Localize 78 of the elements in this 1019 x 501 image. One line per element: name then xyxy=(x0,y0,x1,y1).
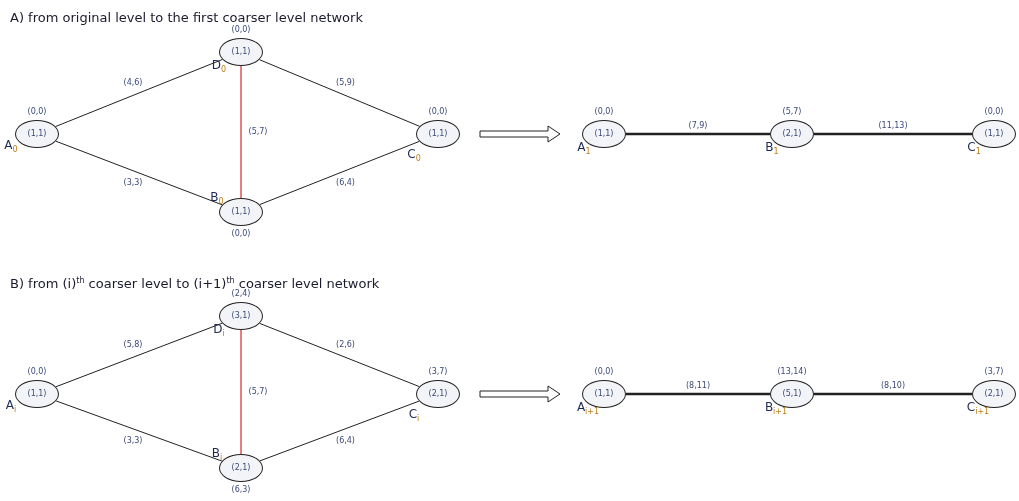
node-label: A$_{i+1}$ xyxy=(576,400,600,416)
node-label: C$_{1}$ xyxy=(967,140,981,156)
node-annotation: (5,7) xyxy=(782,108,802,116)
node-circle xyxy=(15,380,59,408)
node-label: A$_{1}$ xyxy=(577,140,591,156)
node-value: (1,1) xyxy=(594,130,614,138)
node-annotation: (0,0) xyxy=(27,108,47,116)
edge-line xyxy=(259,400,420,462)
edge-label: (3,3) xyxy=(122,437,144,445)
edge-line xyxy=(55,400,223,462)
edge-label: (4,6) xyxy=(122,79,144,87)
node-circle xyxy=(15,120,59,148)
node-value: (1,1) xyxy=(231,208,251,216)
edge-label: (5,9) xyxy=(335,79,356,87)
node-circle xyxy=(219,454,263,482)
node-annotation: (3,7) xyxy=(984,368,1004,376)
node-label: C$_{0}$ xyxy=(407,147,421,163)
double-arrow xyxy=(479,385,561,403)
node-annotation: (0,0) xyxy=(231,230,251,238)
edge-label: (8,10) xyxy=(879,382,907,390)
edge-line xyxy=(55,140,223,206)
node-annotation: (0,0) xyxy=(594,368,614,376)
node-circle xyxy=(219,198,263,226)
edge-line xyxy=(259,322,420,388)
edge-line xyxy=(258,59,421,127)
section-heading: A) from original level to the first coarser level network xyxy=(10,10,363,25)
node-label: A$_{i}$ xyxy=(5,398,17,414)
node-annotation: (3,7) xyxy=(428,368,448,376)
edge-line xyxy=(626,392,770,396)
edge-label: (5,7) xyxy=(247,128,269,136)
node-label: D$_{0}$ xyxy=(211,58,227,74)
node-annotation: (6,3) xyxy=(231,486,251,494)
node-annotation: (13,14) xyxy=(777,368,807,376)
node-value: (1,1) xyxy=(428,130,448,138)
node-value: (2,1) xyxy=(428,390,448,398)
node-value: (3,1) xyxy=(231,312,251,320)
edge-label: (6,4) xyxy=(335,437,356,445)
node-label: B$_{0}$ xyxy=(210,190,224,206)
node-value: (1,1) xyxy=(27,390,47,398)
edge-label: (11,13) xyxy=(877,122,909,130)
node-value: (2,1) xyxy=(984,390,1004,398)
edge-line xyxy=(55,322,223,388)
edge-label: (5,8) xyxy=(122,341,144,349)
edge-label: (5,7) xyxy=(247,388,269,396)
node-annotation: (0,0) xyxy=(984,108,1004,116)
node-value: (5,1) xyxy=(782,390,802,398)
edge-label: (6,4) xyxy=(335,179,356,187)
edge-label: (2,6) xyxy=(335,341,356,349)
node-annotation: (0,0) xyxy=(428,108,448,116)
double-arrow xyxy=(479,125,561,143)
node-circle xyxy=(416,120,460,148)
node-value: (1,1) xyxy=(231,48,251,56)
node-value: (1,1) xyxy=(27,130,47,138)
node-value: (2,1) xyxy=(231,464,251,472)
node-label: D$_{i}$ xyxy=(213,322,225,338)
edge-line xyxy=(240,65,242,199)
edge-label: (7,9) xyxy=(687,122,709,130)
node-label: A$_{0}$ xyxy=(4,138,18,154)
edge-line xyxy=(814,392,972,396)
edge-label: (3,3) xyxy=(122,179,144,187)
node-label: C$_{i}$ xyxy=(408,407,420,423)
node-annotation: (0,0) xyxy=(594,108,614,116)
node-label: B$_{1}$ xyxy=(765,140,779,156)
edge-line xyxy=(55,59,223,127)
edge-line xyxy=(814,132,972,136)
edge-line xyxy=(240,329,242,455)
node-circle xyxy=(416,380,460,408)
node-value: (1,1) xyxy=(984,130,1004,138)
edge-line xyxy=(626,132,770,136)
node-annotation: (0,0) xyxy=(231,26,251,34)
node-label: B$_{i}$ xyxy=(211,446,223,462)
node-annotation: (0,0) xyxy=(27,368,47,376)
edge-line xyxy=(259,140,420,206)
node-label: B$_{i+1}$ xyxy=(764,400,788,416)
edge-label: (8,11) xyxy=(684,382,712,390)
node-value: (2,1) xyxy=(782,130,802,138)
node-value: (1,1) xyxy=(594,390,614,398)
node-label: C$_{i+1}$ xyxy=(966,400,990,416)
